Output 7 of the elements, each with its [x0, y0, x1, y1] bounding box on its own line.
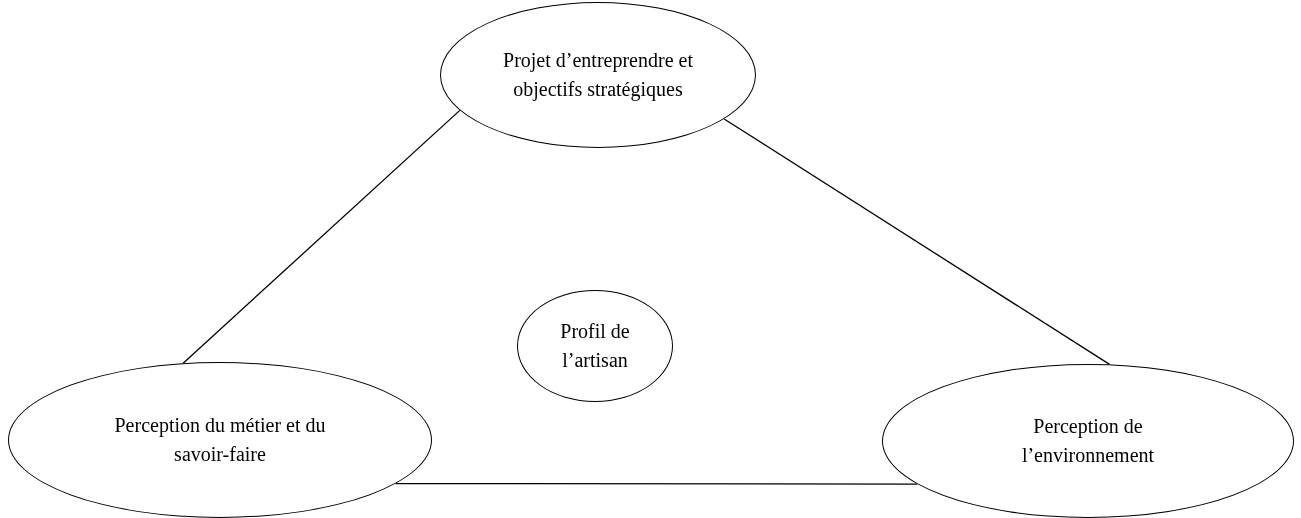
- node-text: Perception de l’environnement: [1020, 414, 1156, 468]
- node-text: Projet d’entreprendre et objectifs stratégiques: [503, 48, 693, 103]
- connector-line: [395, 482, 918, 485]
- connector-line: [182, 109, 461, 364]
- node-text: Perception du métier et du savoir-faire: [113, 413, 327, 467]
- node-text: Profil de l’artisan: [559, 319, 631, 373]
- connector-line: [723, 118, 1111, 366]
